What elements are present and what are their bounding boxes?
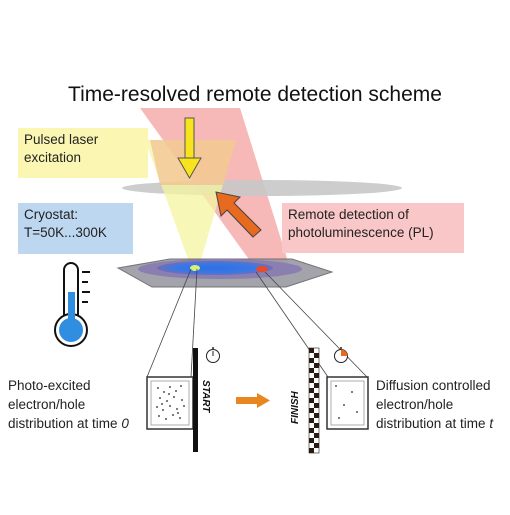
laser-label: Pulsed laser excitation [18,128,148,178]
cryostat-label: Cryostat: T=50K...300K [18,203,133,254]
initial-distribution-box [146,376,194,430]
excitation-spot [190,265,200,271]
pl-arrow [215,191,262,238]
caption-left-prefix: distribution at time [8,416,122,431]
sample-spot [157,261,273,275]
caption-left-line-1: Photo-excited [8,378,91,393]
remote-pl-label-line-2: photoluminescence (PL) [288,225,434,241]
initial-distribution-caption: Photo-excited electron/hole distribution… [8,376,129,433]
thermometer-icon [54,262,90,347]
caption-right-line-3: distribution at time t [376,414,493,433]
stopwatch-icon-finish [334,347,348,363]
caption-left-time-var: 0 [121,416,129,431]
cryostat-label-line-1: Cryostat: [24,207,79,222]
diagram-title: Time-resolved remote detection scheme [68,83,442,106]
time-arrow [236,393,270,408]
start-label: START [200,380,211,413]
detection-spot [256,266,268,272]
caption-right-line-2: electron/hole [376,397,454,412]
caption-right-time-var: t [489,416,494,431]
finish-checkered-line [308,347,320,454]
start-line [193,348,198,452]
cryostat-label-line-2: T=50K...300K [24,225,107,241]
finish-label: FINISH [290,390,301,424]
caption-left-line-2: electron/hole [8,397,86,412]
laser-arrow [177,117,202,180]
caption-right-line-1: Diffusion controlled [376,378,491,393]
remote-pl-label-line-1: Remote detection of [288,207,409,222]
laser-label-line-2: excitation [24,150,82,166]
laser-label-line-1: Pulsed laser [24,132,99,147]
remote-pl-label: Remote detection of photoluminescence (P… [282,203,464,253]
caption-left-line-3: distribution at time 0 [8,414,129,433]
diffused-distribution-box [326,376,369,430]
diffused-distribution-caption: Diffusion controlled electron/hole distr… [376,376,493,433]
stopwatch-icon-start [206,347,220,363]
caption-right-prefix: distribution at time [376,416,490,431]
